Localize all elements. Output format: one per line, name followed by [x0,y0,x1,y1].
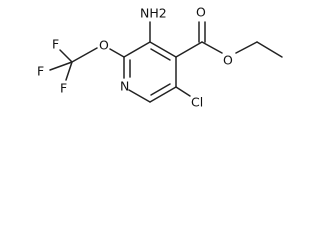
bond-c6-n1 [128,89,151,103]
double-bond-c5-c6 [150,83,171,96]
bond-cf3-f-bottom [65,61,73,81]
carbonyl-oxygen-label: O [196,5,206,20]
ring-nitrogen-label: N [120,79,129,94]
bond-ester-o-ch2 [235,41,258,54]
bond-c2-c3 [123,41,151,58]
chlorine-label: Cl [191,95,203,110]
chemical-structure-diagram: NH2 N Cl O F F F O O [37,5,283,110]
double-bond-c3-c4 [150,48,171,61]
ether-oxygen-label: O [99,38,109,53]
bond-carbonyl-ester-o [201,41,223,54]
bond-o-cf3 [71,47,98,63]
fluorine-bottom-label: F [60,81,67,96]
fluorine-left-label: F [37,64,44,79]
bond-c2-o [109,48,125,58]
bond-c5-cl [175,86,191,97]
ester-oxygen-label: O [223,53,233,68]
amino-group-label: NH2 [140,6,167,21]
bond-c3-c4 [149,41,177,58]
bond-cf3-f-top [59,49,73,63]
bond-cf3-f-left [49,61,73,71]
bond-c4-carbonyl [175,41,203,58]
pyridine-ring [123,41,177,103]
fluorine-top-label: F [52,37,59,52]
bond-ch2-ch3 [256,41,283,58]
bond-c5-c6 [149,86,177,103]
